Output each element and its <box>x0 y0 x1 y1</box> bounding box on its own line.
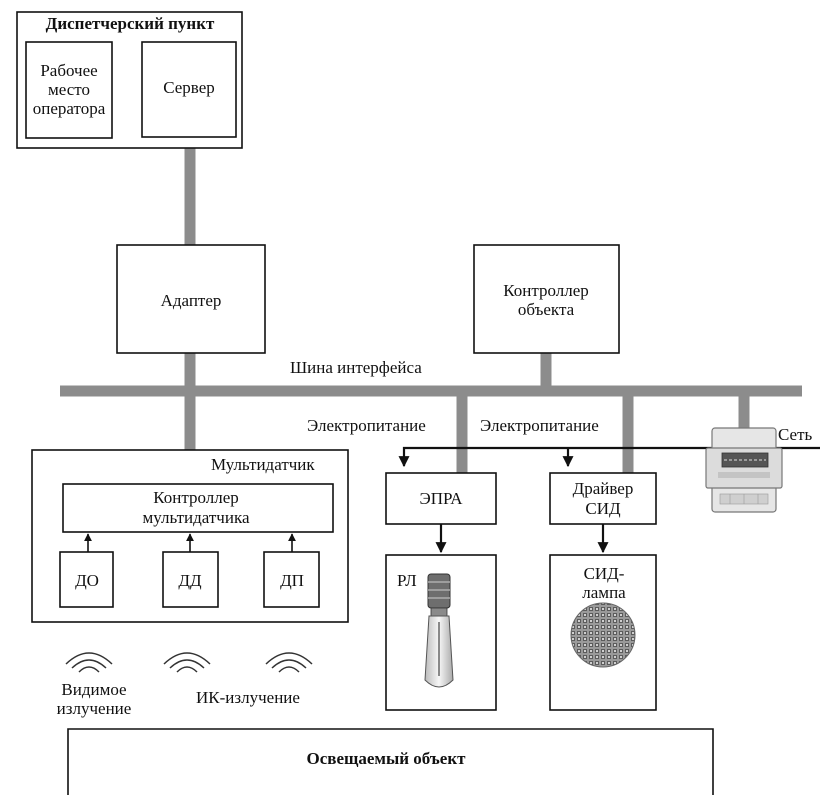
power-label-left: Электропитание <box>307 416 426 435</box>
power-wiring <box>398 446 820 468</box>
fluorescent-lamp-icon <box>424 573 454 688</box>
led-lamp-line-2: лампа <box>582 583 626 602</box>
epra-box <box>385 472 497 525</box>
power-label-right: Электропитание <box>480 416 599 435</box>
object-controller-line-2: объекта <box>518 300 575 319</box>
adapter-box <box>116 244 266 354</box>
led-driver-line-1: Драйвер <box>573 479 634 498</box>
sensor-dd-label: ДД <box>178 571 202 590</box>
dispatch-center-title: Диспетчерский пункт <box>46 14 215 33</box>
multisensor-controller-line-2: мультидатчика <box>142 508 249 527</box>
led-lamp-icon <box>570 602 636 668</box>
led-driver-box <box>549 472 657 525</box>
sensor-do-label: ДО <box>75 571 99 590</box>
epra-label: ЭПРА <box>419 489 463 508</box>
led-lamp-box <box>549 554 657 711</box>
electricity-meter <box>705 427 783 513</box>
power-wire-main <box>398 446 820 468</box>
lamp-rl-label: РЛ <box>397 571 417 590</box>
interface-bus-group <box>60 81 802 484</box>
sensor-dp-box <box>263 551 320 608</box>
lit-object-label: Освещаемый объект <box>307 749 467 768</box>
led-lamp-line-1: СИД- <box>584 564 625 583</box>
sensor-do-box <box>59 551 114 608</box>
multisensor-controller-line-1: Контроллер <box>153 488 239 507</box>
ir-radiation-wave-icon-1 <box>163 652 211 673</box>
ir-radiation-label: ИК-излучение <box>196 688 300 707</box>
operator-workplace-box <box>25 41 113 139</box>
ir-radiation-wave-icon-2 <box>265 652 313 673</box>
lit-object-box <box>67 728 714 795</box>
multisensor-controller-box <box>62 483 334 533</box>
workplace-line-3: оператора <box>33 99 106 118</box>
visible-radiation-line-1: Видимое <box>61 680 126 699</box>
object-controller-box <box>473 244 620 354</box>
led-driver-line-2: СИД <box>585 499 621 518</box>
visible-radiation-wave-icon <box>65 652 113 673</box>
sensor-dp-label: ДП <box>280 571 304 590</box>
bus-label: Шина интерфейса <box>290 358 422 377</box>
workplace-line-1: Рабочее <box>40 61 97 80</box>
visible-radiation-line-2: излучение <box>57 699 132 718</box>
object-controller-line-1: Контроллер <box>503 281 589 300</box>
adapter-label: Адаптер <box>161 291 222 310</box>
sensor-dd-box <box>162 551 219 608</box>
multisensor-title: Мультидатчик <box>211 455 315 474</box>
server-box <box>141 41 237 138</box>
server-label: Сервер <box>163 78 215 97</box>
network-label: Сеть <box>778 425 813 444</box>
workplace-line-2: место <box>48 80 90 99</box>
